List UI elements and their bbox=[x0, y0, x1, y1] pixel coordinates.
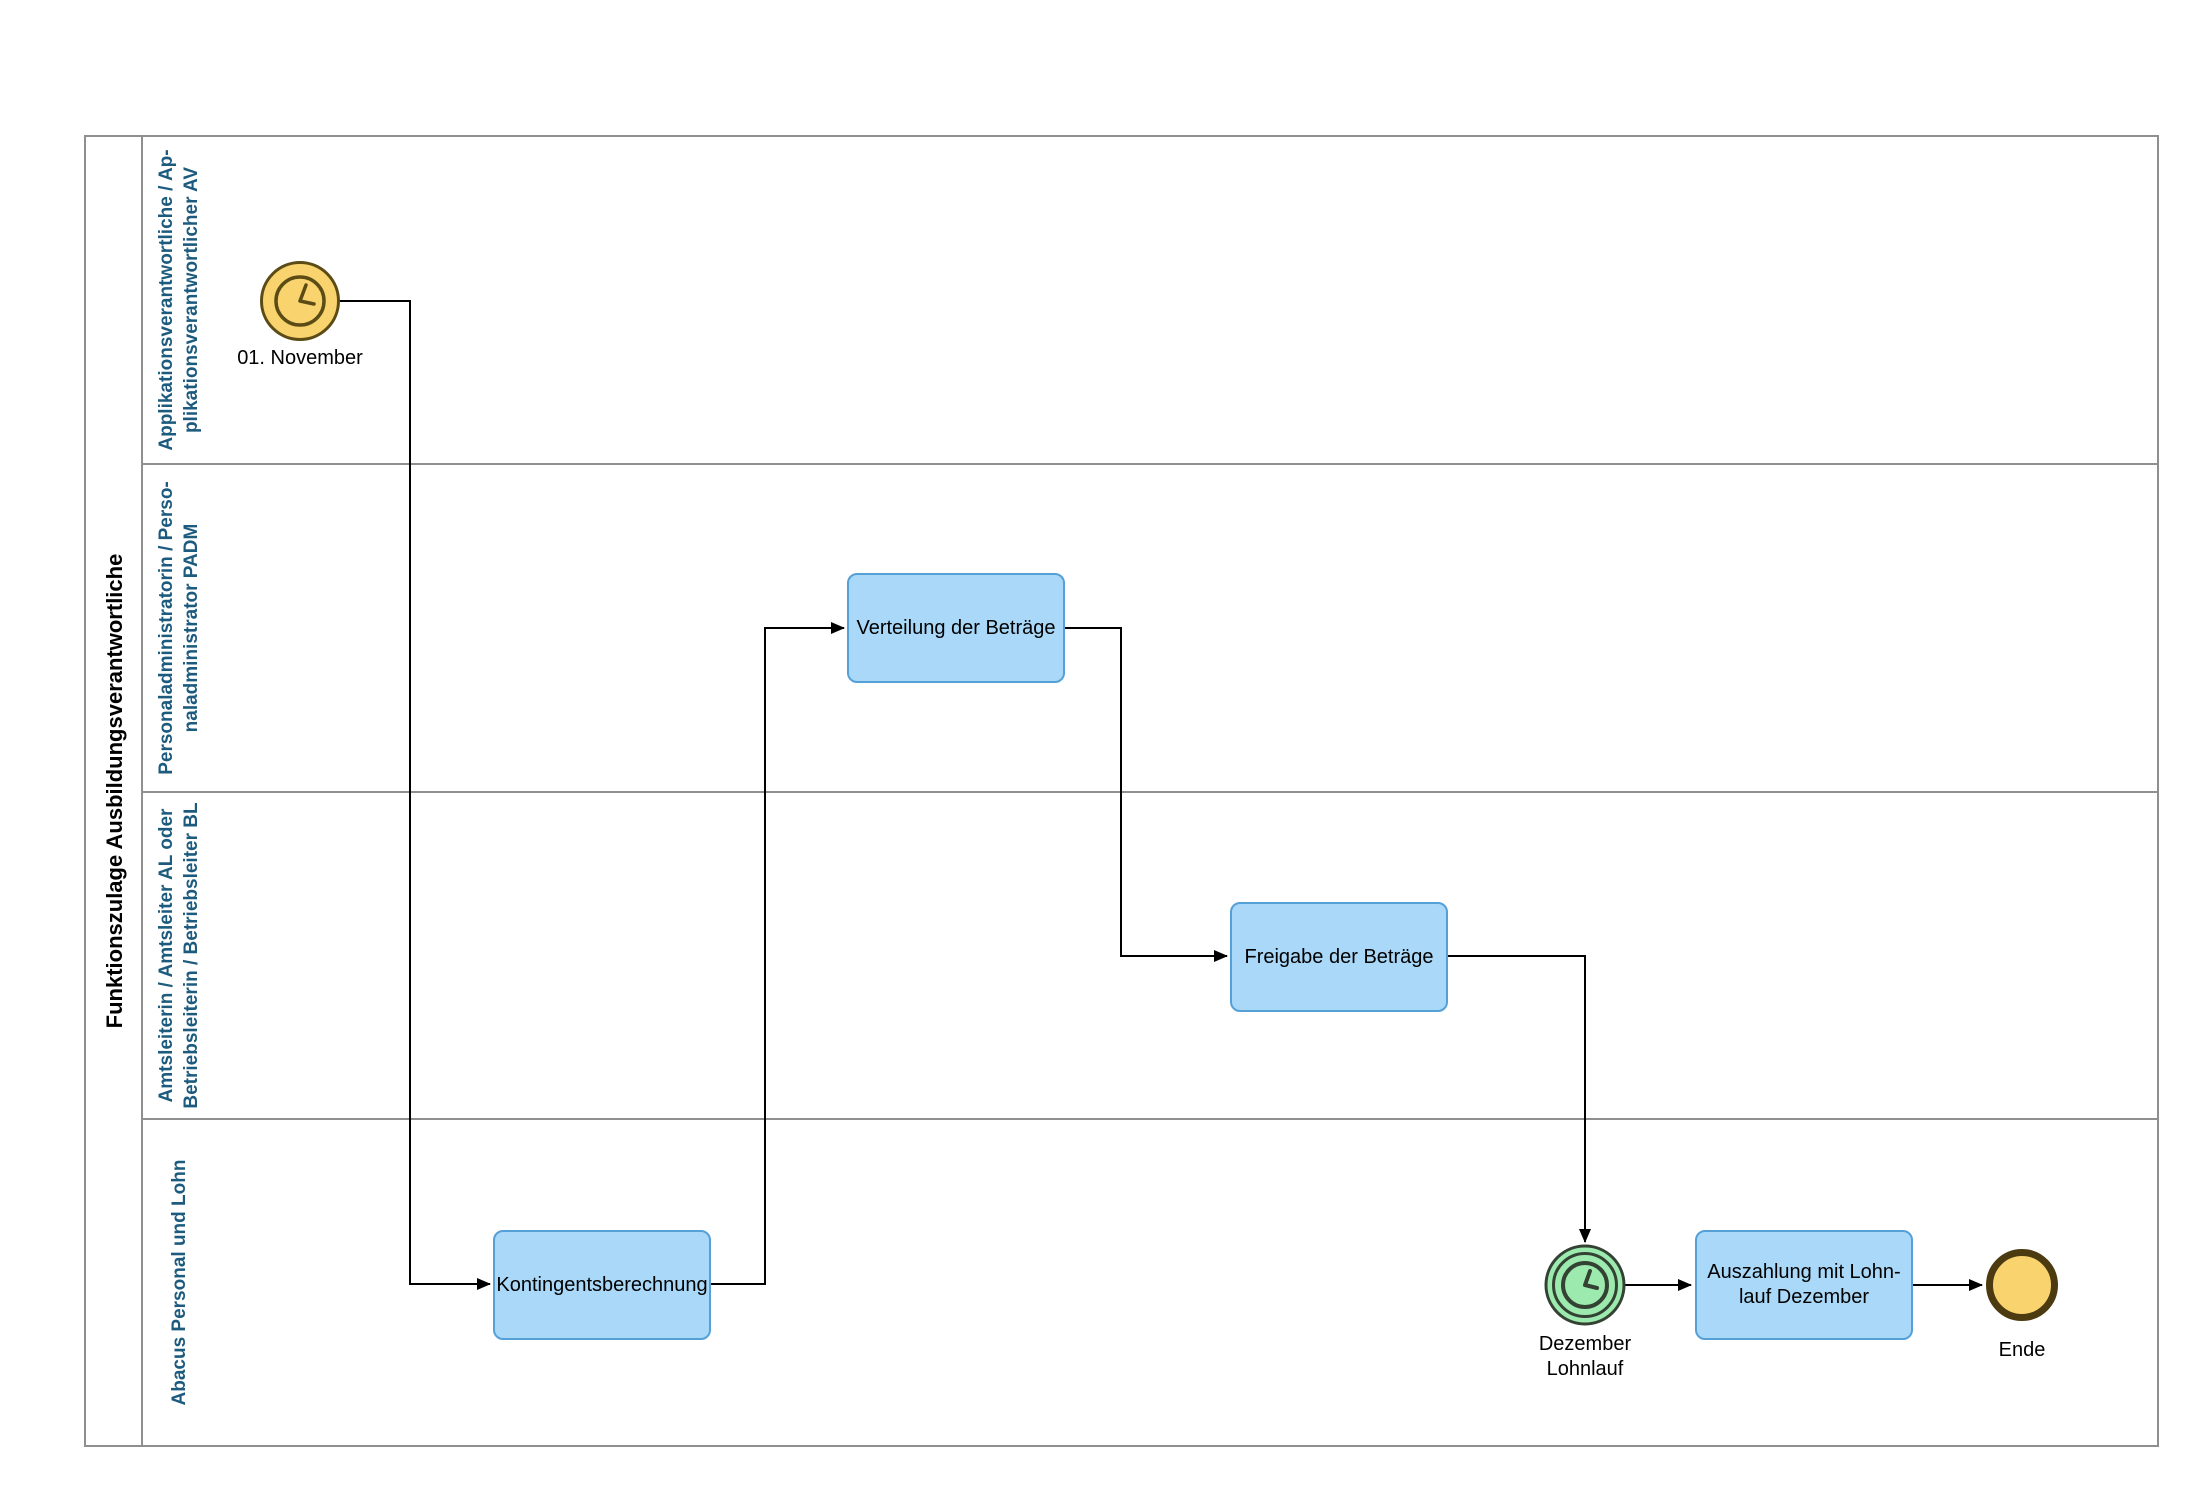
flow-start-to-kontingentsberechnung bbox=[339, 300, 491, 1290]
task-label: Kontingentsberechnung bbox=[496, 1273, 708, 1296]
task-label: Freigabe der Beträge bbox=[1244, 945, 1434, 968]
task-label: Auszahlung mit Lohn- lauf Dezember bbox=[1707, 1261, 1901, 1308]
end-event-label: Ende bbox=[1998, 1339, 2046, 1361]
clock-icon bbox=[274, 275, 326, 327]
clock-icon bbox=[1561, 1261, 1609, 1309]
task-freigabe-der-betraege: Freigabe der Beträge bbox=[1230, 902, 1448, 1012]
task-kontingentsberechnung: Kontingentsberechnung bbox=[493, 1230, 711, 1340]
flow-freigabe-to-dezember-lohnlauf bbox=[1448, 955, 1591, 1243]
intermediate-event-label: Dezember Lohnlauf bbox=[1538, 1333, 1632, 1380]
start-event-label: 01. November bbox=[237, 347, 363, 369]
end-event bbox=[1986, 1249, 2058, 1321]
task-auszahlung-lohnlauf-dezember: Auszahlung mit Lohn- lauf Dezember bbox=[1695, 1230, 1913, 1340]
lane-divider-2 bbox=[142, 791, 2159, 793]
lane-divider-1 bbox=[142, 463, 2159, 465]
task-verteilung-der-betraege: Verteilung der Beträge bbox=[847, 573, 1065, 683]
lane-divider-3 bbox=[142, 1118, 2159, 1120]
flow-kontingentsberechnung-to-verteilung bbox=[711, 622, 845, 1285]
task-label: Verteilung der Beträge bbox=[856, 616, 1056, 639]
timer-intermediate-event bbox=[1544, 1244, 1626, 1326]
timer-start-event bbox=[260, 261, 340, 341]
flow-verteilung-to-freigabe bbox=[1065, 627, 1228, 962]
